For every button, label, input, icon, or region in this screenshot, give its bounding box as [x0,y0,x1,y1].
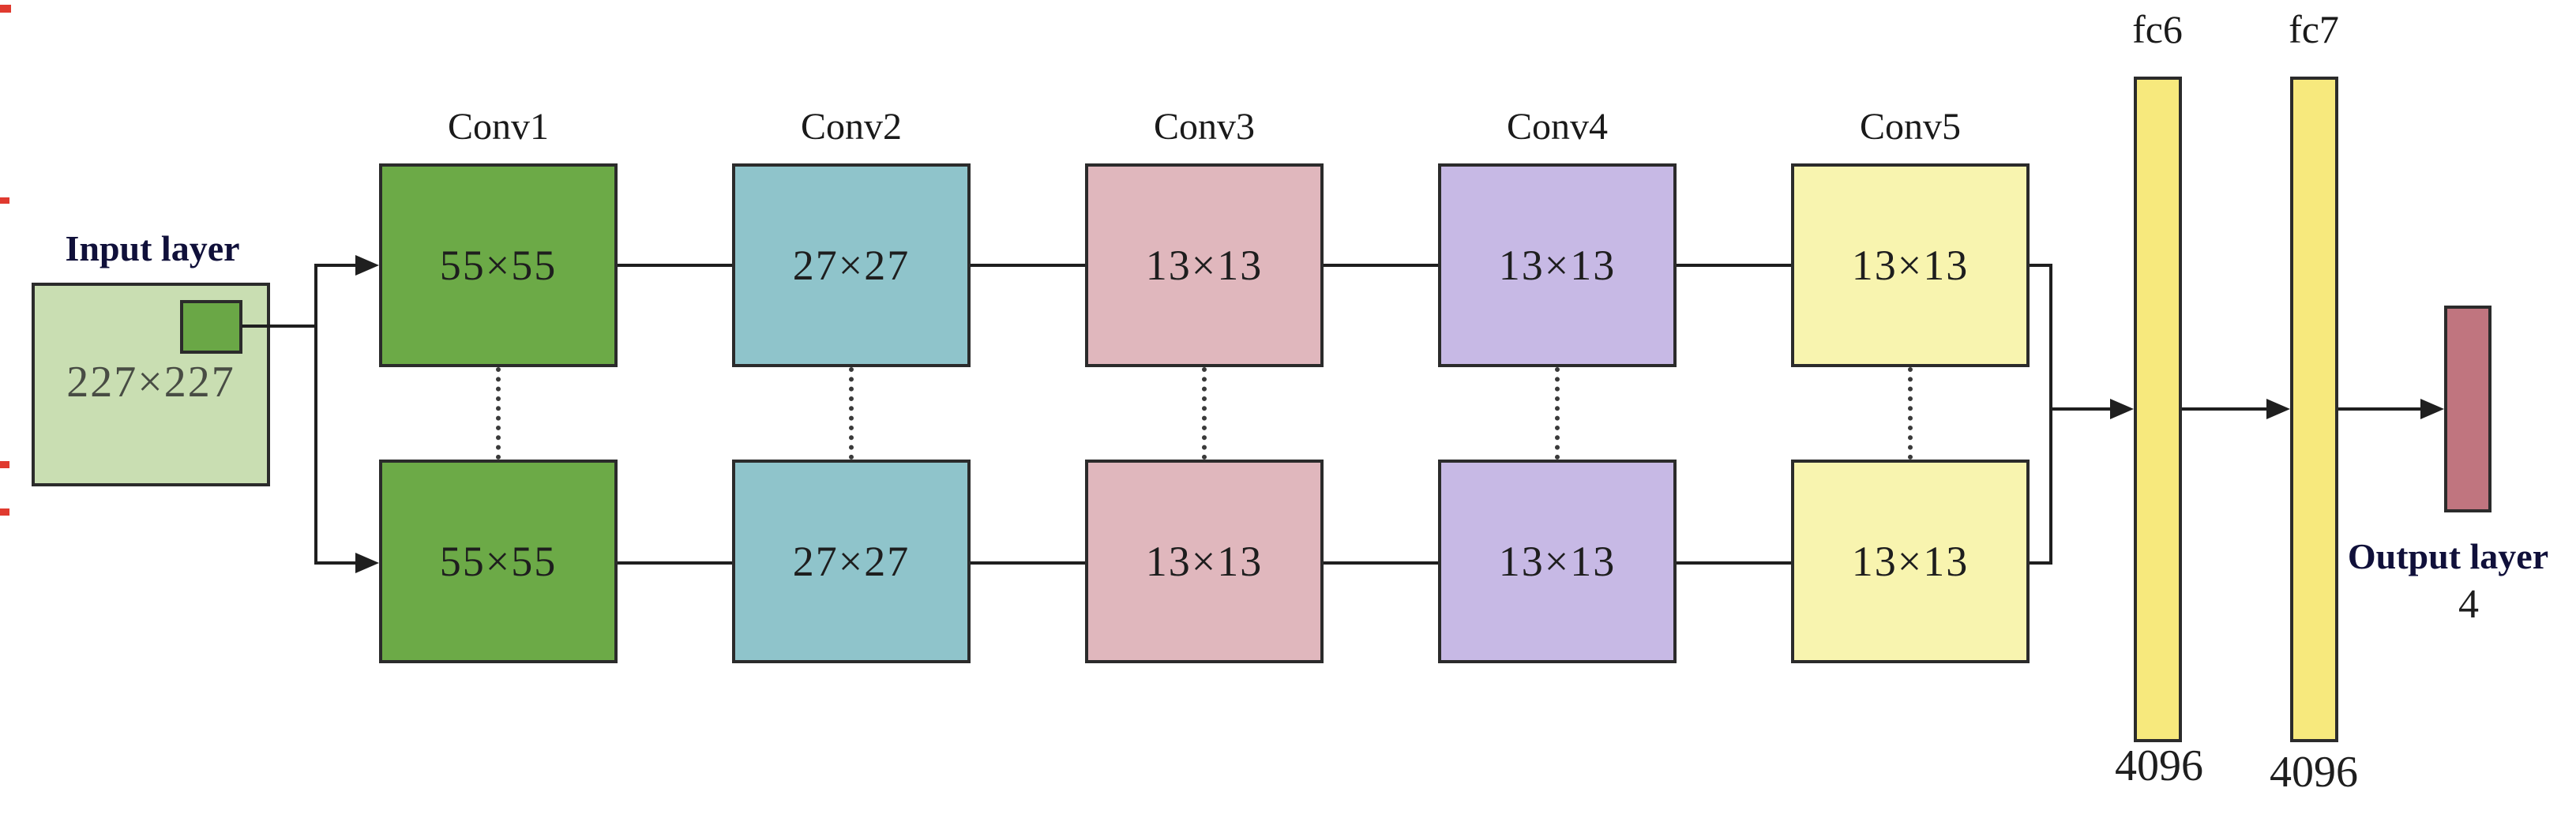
branch-vertical-line [314,264,317,565]
conv5-size-top: 13×13 [1851,242,1970,289]
dotted-link-conv3 [1202,367,1207,460]
conv2-box-top: 27×27 [732,163,971,367]
conv4-box-bottom: 13×13 [1438,460,1677,663]
conv3-box-bottom: 13×13 [1085,460,1324,663]
fc7-bar [2290,77,2338,742]
connector-conv2-conv3-top [971,264,1085,267]
conv1-label: Conv1 [447,106,549,148]
conv1-size-bottom: 55×55 [439,538,558,585]
output-layer-bar [2444,306,2492,512]
arrowhead-into-conv1-bottom [355,553,379,573]
conv5-box-bottom: 13×13 [1791,460,2030,663]
conv5-size-bottom: 13×13 [1851,538,1970,585]
conv1-box-bottom: 55×55 [379,460,618,663]
arrowhead-into-fc6 [2110,399,2134,419]
dotted-link-conv1 [496,367,501,460]
conv5-box-top: 13×13 [1791,163,2030,367]
conv4-box-top: 13×13 [1438,163,1677,367]
connector-input-to-branch [242,325,316,328]
merge-bottom-segment [2030,561,2052,565]
connector-fc7-to-output [2338,407,2420,411]
fc6-label: fc6 [2132,7,2183,51]
conv3-size-bottom: 13×13 [1145,538,1264,585]
fc6-units: 4096 [2115,741,2203,790]
fc6-bar [2134,77,2182,742]
conv5-label: Conv5 [1859,106,1961,148]
connector-conv3-conv4-bottom [1324,561,1438,565]
fc7-units: 4096 [2270,748,2358,797]
conv4-label: Conv4 [1506,106,1608,148]
conv4-size-bottom: 13×13 [1498,538,1617,585]
fc7-label: fc7 [2289,7,2339,51]
scan-artifact [0,5,11,13]
connector-conv1-conv2-top [618,264,732,267]
connector-conv4-conv5-top [1677,264,1791,267]
conv2-size-top: 27×27 [792,242,911,289]
conv3-size-top: 13×13 [1145,242,1264,289]
dotted-link-conv4 [1555,367,1560,460]
connector-fc6-to-fc7 [2182,407,2266,411]
merge-top-segment [2030,264,2052,267]
output-units: 4 [2458,582,2479,627]
dotted-link-conv5 [1908,367,1913,460]
conv2-size-bottom: 27×27 [792,538,911,585]
connector-conv4-conv5-bottom [1677,561,1791,565]
scan-artifact [0,508,9,516]
conv3-box-top: 13×13 [1085,163,1324,367]
dotted-link-conv2 [849,367,854,460]
input-patch-square [180,300,242,354]
arrowhead-into-conv1-top [355,255,379,276]
arrowhead-into-output [2420,399,2444,419]
conv3-label: Conv3 [1153,106,1255,148]
scan-artifact [0,197,9,204]
connector-branch-to-conv1-bottom [316,561,355,565]
connector-conv3-conv4-top [1324,264,1438,267]
connector-merge-to-fc6 [2052,407,2110,411]
connector-branch-to-conv1-top [316,264,355,267]
conv2-label: Conv2 [800,106,902,148]
input-size-text: 227×227 [66,358,235,407]
connector-conv1-conv2-bottom [618,561,732,565]
conv1-box-top: 55×55 [379,163,618,367]
arrowhead-into-fc7 [2266,399,2290,419]
output-layer-label: Output layer [2347,536,2549,576]
merge-vertical-line [2049,264,2052,565]
conv2-box-bottom: 27×27 [732,460,971,663]
conv1-size-top: 55×55 [439,242,558,289]
conv4-size-top: 13×13 [1498,242,1617,289]
scan-artifact [0,461,9,468]
input-layer-label: Input layer [65,228,240,268]
connector-conv2-conv3-bottom [971,561,1085,565]
